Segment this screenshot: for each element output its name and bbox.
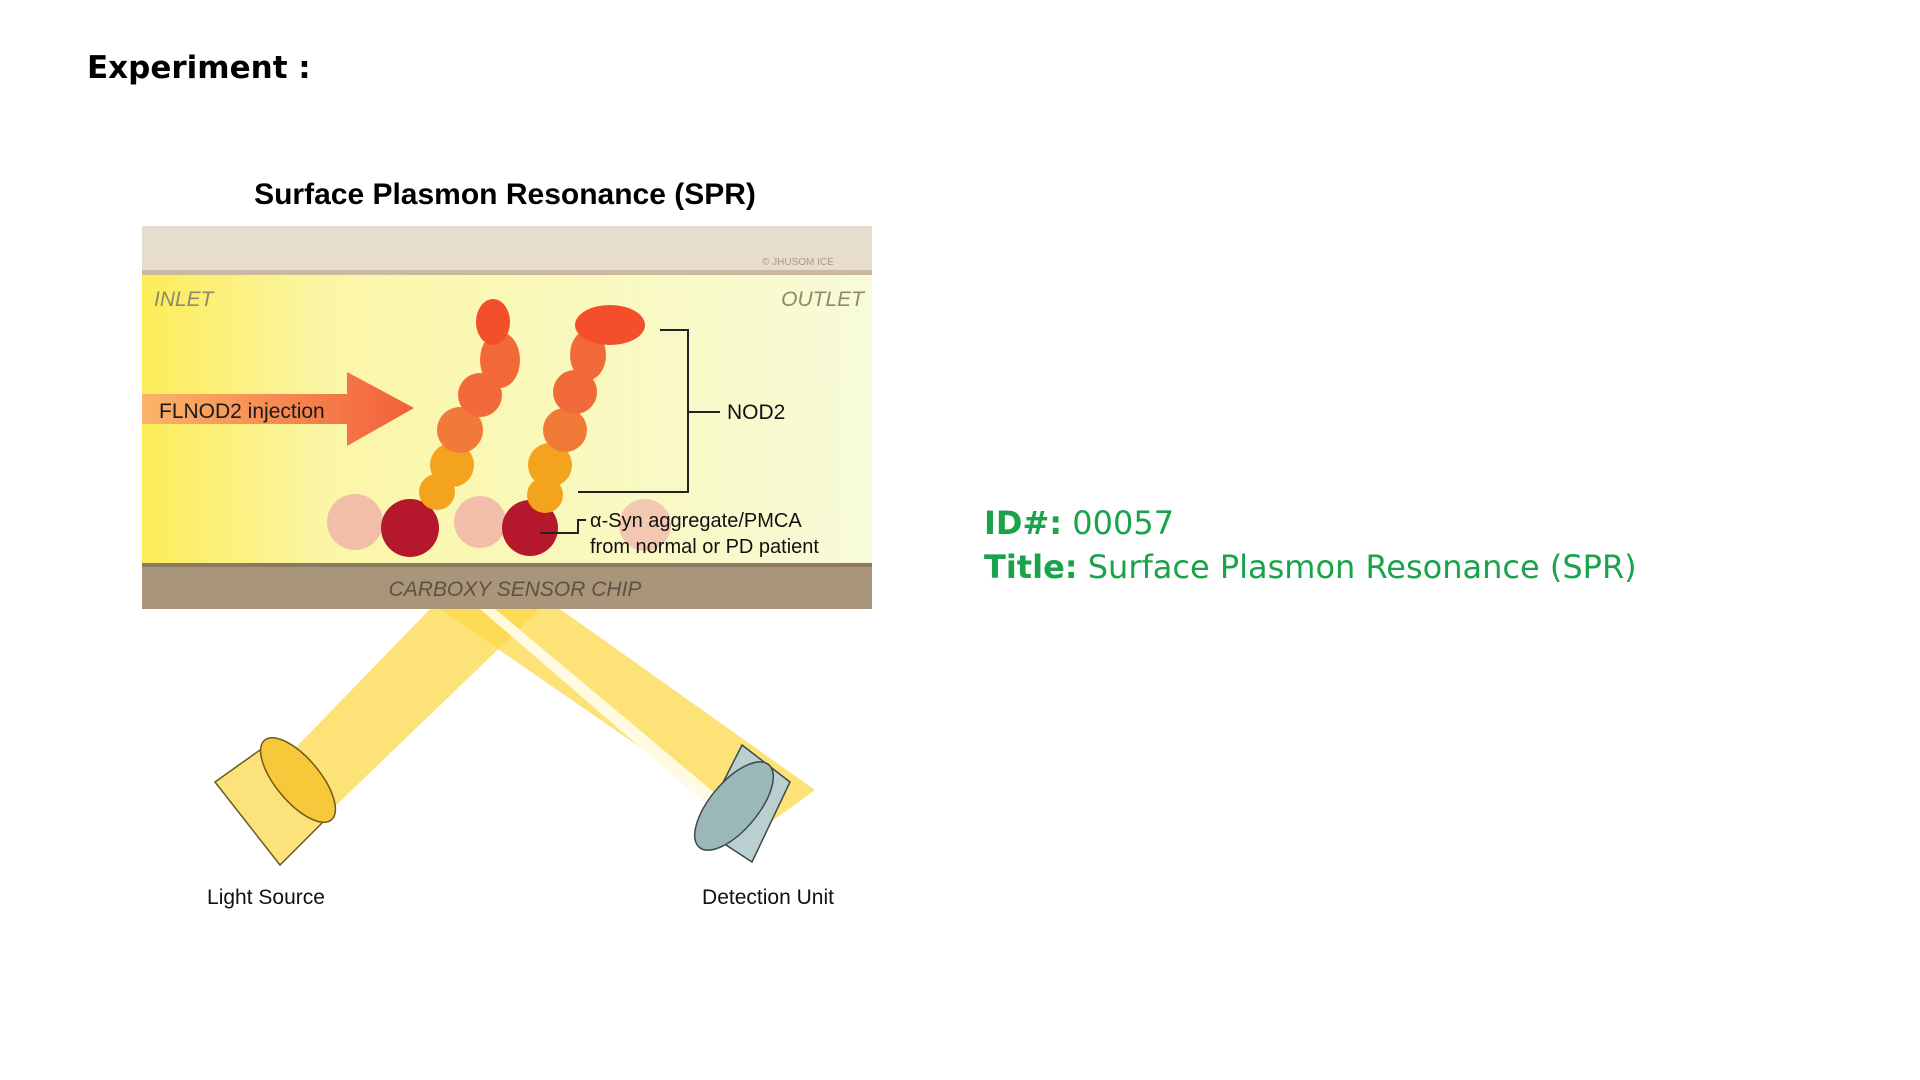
aggregate-pale-3 xyxy=(619,499,671,551)
sensor-chip-edge xyxy=(142,563,872,567)
info-panel: ID#: 00057 Title: Surface Plasmon Resona… xyxy=(984,501,1637,589)
detection-unit xyxy=(693,743,791,864)
diagram-title: Surface Plasmon Resonance (SPR) xyxy=(254,178,756,211)
flow-cell-cap xyxy=(142,226,872,274)
watermark-text: © JHUSOM ICE xyxy=(762,257,834,268)
detection-unit-label: Detection Unit xyxy=(702,886,834,909)
light-source xyxy=(213,736,337,867)
aggregate-pointer xyxy=(540,519,586,534)
title-value: Surface Plasmon Resonance (SPR) xyxy=(1087,548,1637,586)
id-label: ID#: xyxy=(984,504,1063,542)
title-line: Title: Surface Plasmon Resonance (SPR) xyxy=(984,545,1637,589)
inlet-label: INLET xyxy=(154,288,216,311)
page-heading: Experiment : xyxy=(87,50,311,86)
injection-label: FLNOD2 injection xyxy=(159,400,325,423)
outlet-label: OUTLET xyxy=(781,288,866,311)
id-value: 00057 xyxy=(1072,504,1175,542)
aggregate-red-1 xyxy=(381,499,439,557)
light-source-label: Light Source xyxy=(207,886,325,909)
reflected-beam xyxy=(440,609,815,830)
aggregate-pale-1 xyxy=(327,494,383,550)
nod2-protein-2 xyxy=(527,305,645,513)
aggregate-red-2 xyxy=(502,500,558,556)
nod2-protein-1 xyxy=(419,299,520,510)
nod2-label: NOD2 xyxy=(727,401,785,424)
sensor-chip xyxy=(142,563,872,609)
title-label: Title: xyxy=(984,548,1078,586)
aggregate-label-line1: α-Syn aggregate/PMCA xyxy=(590,510,802,532)
injection-arrow xyxy=(142,372,414,446)
chip-label: CARBOXY SENSOR CHIP xyxy=(389,578,642,601)
aggregate-label-line2: from normal or PD patient xyxy=(590,536,819,558)
flow-cell-cap-edge xyxy=(142,270,872,275)
id-line: ID#: 00057 xyxy=(984,501,1637,545)
aggregate-pale-2 xyxy=(454,496,506,548)
reflected-beam-gap xyxy=(480,609,735,818)
